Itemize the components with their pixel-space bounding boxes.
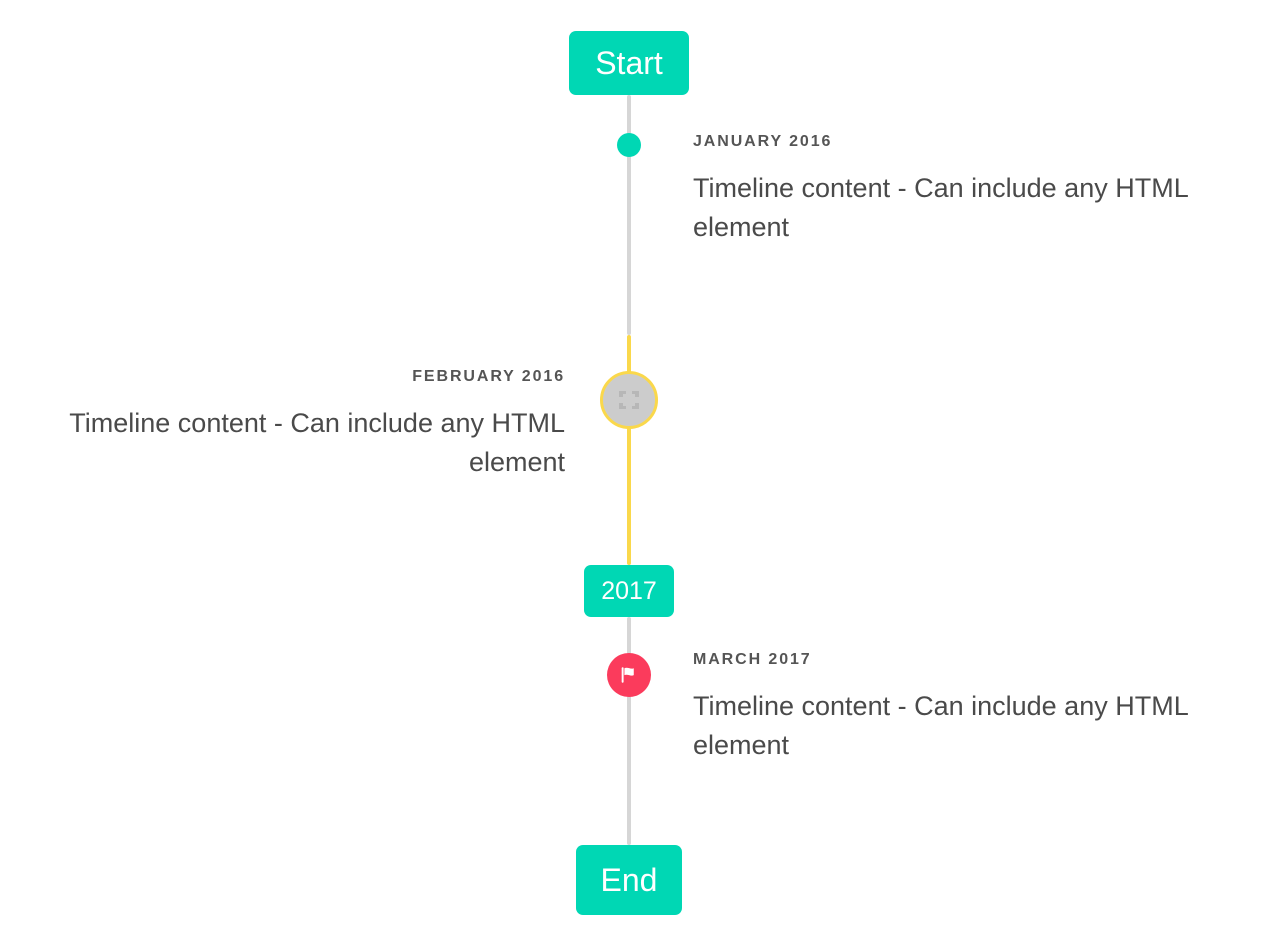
timeline-marker-dot-icon[interactable] [617, 133, 641, 157]
timeline-rail-segment-yellow [627, 335, 631, 565]
timeline-rail-segment-gray-lower [627, 617, 631, 845]
timeline-year-badge[interactable]: 2017 [584, 565, 674, 617]
flag-icon [621, 667, 634, 683]
timeline-rail-segment-gray-upper [627, 95, 631, 335]
timeline-entry-date: January 2016 [693, 133, 833, 150]
timeline-start-badge[interactable]: Start [569, 31, 689, 95]
timeline-entry-january-2016: January 2016 Timeline content - Can incl… [693, 133, 1233, 247]
timeline-marker-flag-icon[interactable] [607, 653, 651, 697]
timeline-entry-body: Timeline content - Can include any HTML … [693, 691, 1188, 761]
timeline-marker-broken-image-icon[interactable] [600, 371, 658, 429]
timeline-entry-date: February 2016 [412, 368, 565, 385]
timeline-entry-body: Timeline content - Can include any HTML … [693, 173, 1188, 243]
timeline-entry-march-2017: March 2017 Timeline content - Can includ… [693, 651, 1233, 765]
broken-image-icon [619, 391, 639, 409]
timeline-entry-body: Timeline content - Can include any HTML … [69, 408, 565, 478]
timeline-end-badge[interactable]: End [576, 845, 682, 915]
timeline-entry-february-2016: February 2016 Timeline content - Can inc… [40, 368, 565, 482]
timeline-entry-date: March 2017 [693, 651, 812, 668]
